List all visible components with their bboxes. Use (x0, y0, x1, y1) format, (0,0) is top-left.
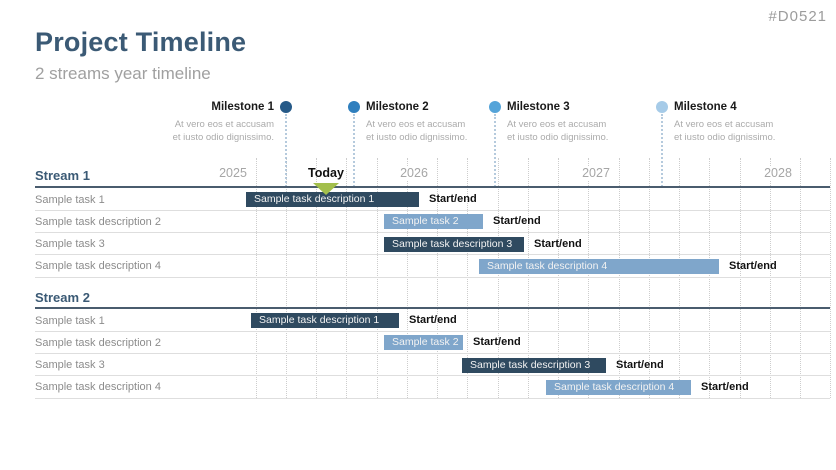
grid-line (406, 158, 408, 398)
today-marker-icon (313, 183, 339, 195)
task-row: Sample task 3 (35, 354, 830, 377)
grid-line (316, 158, 317, 398)
milestone-description: At vero eos et accusam et iusto odio dign… (674, 118, 824, 144)
grid-line (346, 158, 348, 398)
year-tick-label: 2027 (579, 166, 613, 180)
task-bar: Sample task description 4 (479, 258, 719, 274)
task-endnote: Start/end (429, 193, 477, 205)
milestone-label: Milestone 3 (507, 101, 570, 113)
task-endnote: Start/end (493, 215, 541, 228)
grid-line (769, 158, 771, 398)
year-tick-label: 2026 (397, 166, 431, 180)
milestone-connector-line (661, 114, 663, 187)
stream-title: Stream 2 (35, 290, 90, 305)
today-label: Today (308, 166, 344, 180)
task-endnote: Start/end (409, 314, 457, 326)
task-row-label: Sample task 1 (35, 193, 105, 206)
stream-underline (35, 307, 830, 309)
milestone-dot (656, 101, 668, 113)
grid-line (739, 158, 741, 398)
milestone-connector-line (353, 114, 355, 187)
grid-line (255, 158, 257, 398)
grid-line (497, 158, 499, 398)
milestone-label: Milestone 4 (674, 101, 737, 113)
milestone-description-line: At vero eos et accusam (174, 119, 274, 130)
task-row-label: Sample task description 2 (35, 215, 161, 228)
grid-line (558, 158, 559, 398)
milestone-description: At vero eos et accusam et iusto odio dign… (507, 118, 657, 144)
milestone-description-line: et iusto odio dignissimo. (172, 132, 274, 143)
grid-line (376, 158, 378, 398)
task-row-label: Sample task 1 (35, 314, 105, 327)
task-row: Sample task description 4 (35, 376, 830, 399)
milestone-text-block: Milestone 2 At vero eos et accusam et iust… (366, 101, 516, 144)
milestone-description: At vero eos et accusam et iusto odio dign… (366, 118, 516, 144)
task-bar: Sample task description 4 (546, 379, 691, 395)
grid-line (437, 158, 438, 398)
task-endnote: Start/end (701, 380, 749, 393)
task-endnote: Start/end (616, 358, 664, 371)
task-row-label: Sample task 3 (35, 359, 105, 371)
stream-underline (35, 186, 830, 188)
milestone-connector-line (285, 114, 287, 187)
milestone-label: Milestone 2 (366, 101, 429, 113)
milestone-description-line: et iusto odio dignissimo. (507, 132, 609, 143)
task-endnote: Start/end (729, 259, 777, 272)
task-row-label: Sample task description 4 (35, 260, 161, 273)
page-subtitle: 2 streams year timeline (35, 64, 211, 83)
task-row: Sample task 3 (35, 233, 830, 256)
task-bar: Sample task description 3 (384, 236, 524, 252)
task-bar: Sample task description 3 (462, 357, 606, 373)
task-endnote: Start/end (473, 336, 521, 349)
grid-line (648, 158, 650, 398)
grid-line (618, 158, 620, 398)
task-row-label: Sample task description 2 (35, 336, 161, 349)
task-row: Sample task description 2 (35, 332, 830, 354)
grid-line (830, 158, 832, 398)
milestone-connector-line (494, 114, 496, 187)
milestone-description-line: et iusto odio dignissimo. (674, 132, 776, 143)
milestone-description: At vero eos et accusam et iusto odio dign… (124, 118, 274, 144)
task-bar: Sample task 2 (384, 214, 483, 230)
slide-id-tag: #D0521 (768, 8, 827, 25)
task-row: Sample task description 4 (35, 255, 830, 278)
milestone-dot (348, 101, 360, 113)
page-title: Project Timeline (35, 27, 247, 57)
grid-line (679, 158, 680, 398)
task-row-label: Sample task 3 (35, 238, 105, 250)
milestone-dot (489, 101, 501, 113)
task-row: Sample task 1 (35, 310, 830, 332)
milestone-text-block: Milestone 3 At vero eos et accusam et iust… (507, 101, 657, 144)
task-row: Sample task 1 (35, 189, 830, 211)
milestone-text-block: Milestone 4 At vero eos et accusam et iust… (674, 101, 824, 144)
task-row: Sample task description 2 (35, 211, 830, 233)
milestone-description-line: At vero eos et accusam (507, 119, 607, 130)
task-endnote: Start/end (534, 237, 582, 250)
task-bar: Sample task description 1 (246, 192, 419, 207)
milestone-description-line: At vero eos et accusam (366, 119, 466, 130)
grid-line (467, 158, 469, 398)
milestone-description-line: et iusto odio dignissimo. (366, 132, 468, 143)
year-tick-label: 2025 (216, 166, 250, 180)
task-bar: Sample task description 1 (251, 313, 399, 328)
task-bar: Sample task 2 (384, 335, 463, 351)
grid-line (527, 158, 529, 398)
milestone-description-line: At vero eos et accusam (674, 119, 774, 130)
grid-line (588, 158, 590, 398)
grid-line (709, 158, 711, 398)
milestone-dot (280, 101, 292, 113)
task-row-label: Sample task description 4 (35, 381, 161, 394)
milestone-text-block: Milestone 1 At vero eos et accusam et iust… (124, 101, 274, 144)
stream-title: Stream 1 (35, 168, 90, 183)
milestone-label: Milestone 1 (211, 101, 274, 113)
grid-line (285, 158, 287, 398)
year-tick-label: 2028 (761, 166, 795, 180)
grid-line (800, 158, 801, 398)
